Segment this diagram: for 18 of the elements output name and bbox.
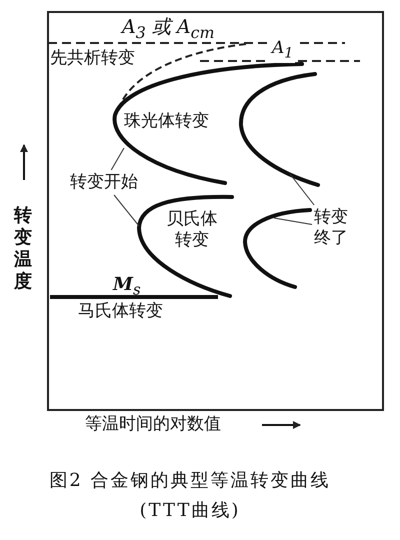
boundary-label: A$_{3}$ 或 A$_{cm}$ [122,17,214,43]
caption: 图2 合金钢的典型等温转变曲线(TTT曲线) [48,469,332,523]
transformation-curve [243,208,312,289]
boundary-label: M$_{s}$ [113,274,141,301]
curve-label: 转变开始 [70,172,138,193]
region-label: 贝氏体转变 [166,209,218,251]
axis-label: 转变温度 [14,205,33,293]
leader-line [274,218,312,226]
curve-label: 转变终了 [314,207,350,249]
region-label: 珠光体转变 [124,111,209,132]
leader-line [110,148,124,170]
leader-line [114,194,140,226]
transformation-curve [239,72,320,187]
leader-line [290,174,315,206]
axis-label: 等温时间的对数值 [85,414,221,435]
region-label: 先共析转变 [50,48,135,69]
region-label: 马氏体转变 [78,301,163,322]
boundary-label: A$_{1}$ [270,39,296,64]
